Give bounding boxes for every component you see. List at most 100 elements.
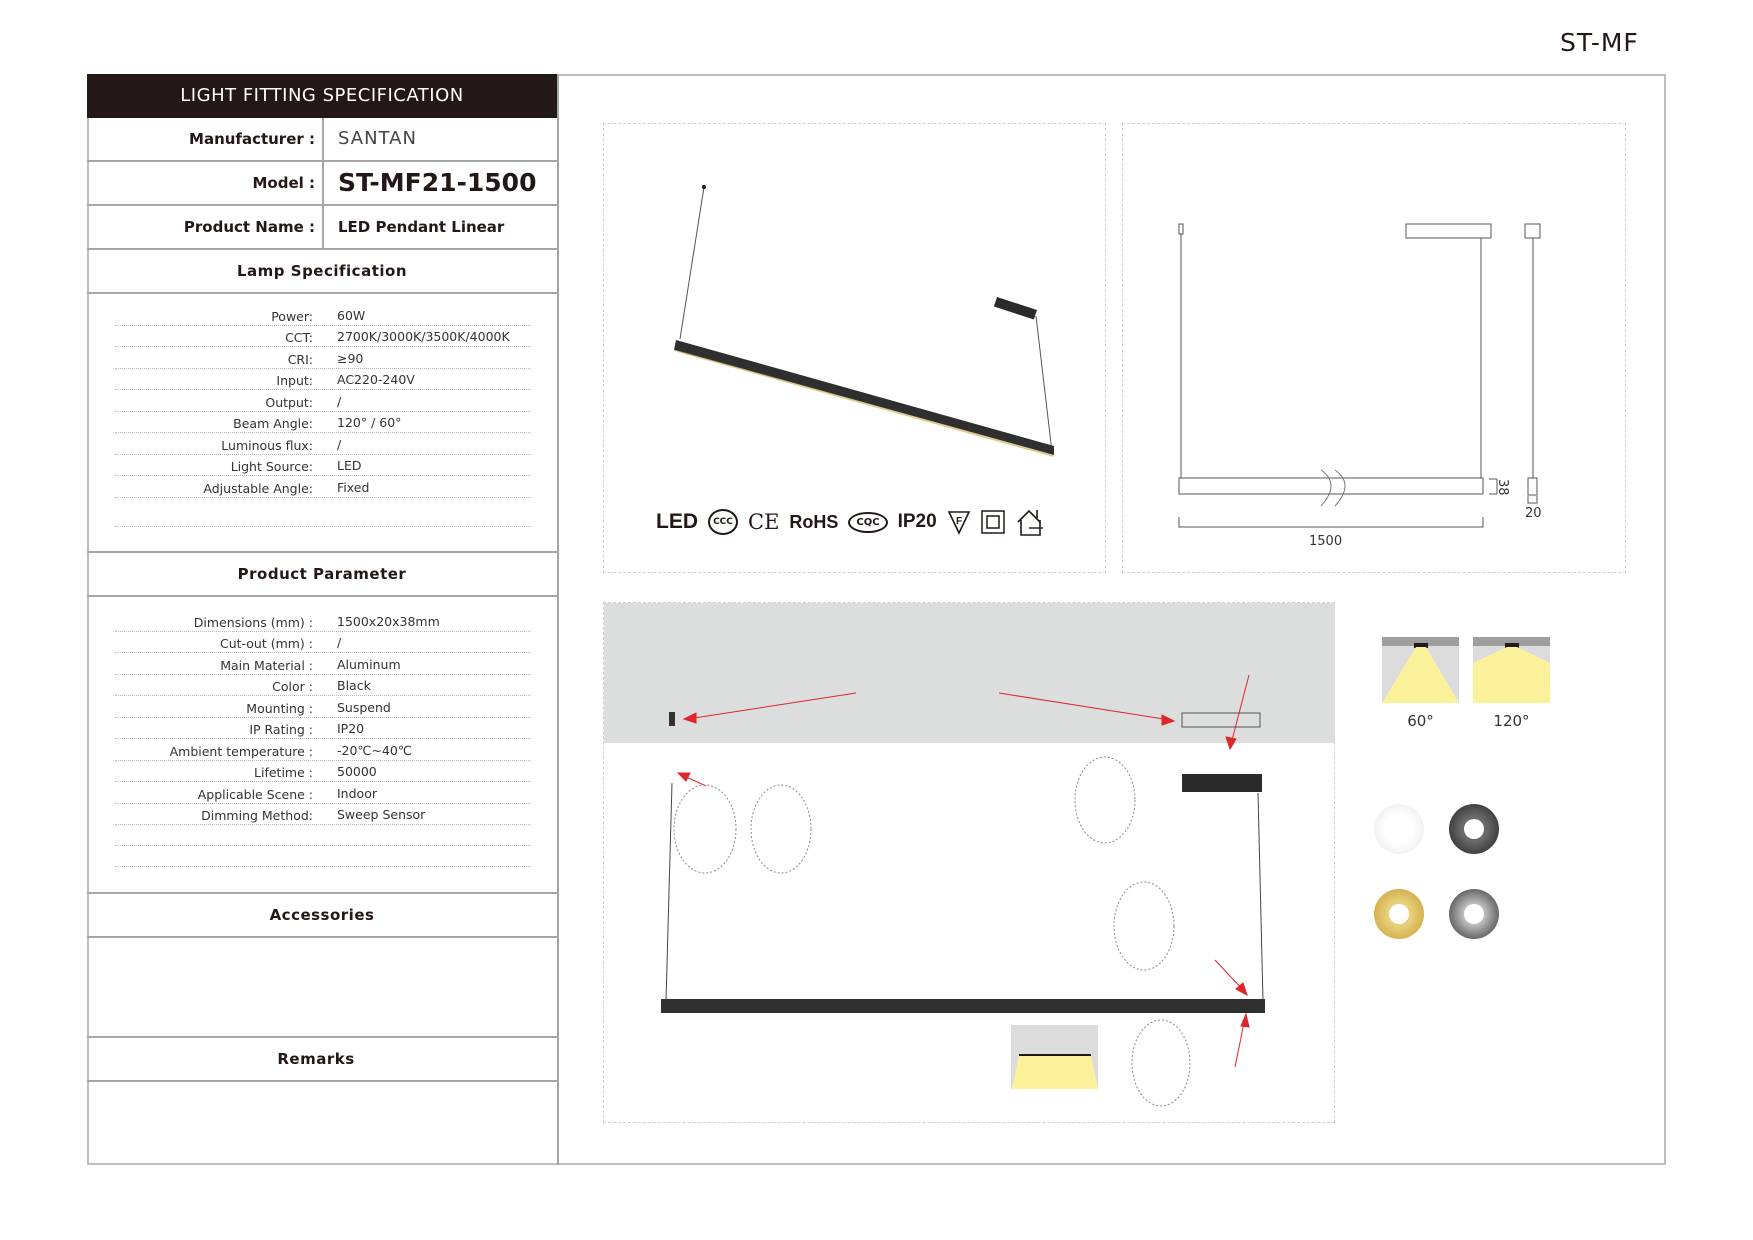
spec-label: Lifetime : bbox=[254, 765, 313, 780]
finish-gold-swatch bbox=[1374, 889, 1424, 939]
spec-label: Light Source: bbox=[230, 459, 313, 474]
spec-item: Adjustable Angle: Fixed bbox=[115, 476, 531, 498]
spec-label: Luminous flux: bbox=[221, 437, 313, 453]
ccc-mark-icon: CCC bbox=[708, 509, 738, 535]
finish-black-swatch bbox=[1449, 804, 1499, 854]
spec-item: Ambient temperature :-20℃~40℃ bbox=[115, 739, 531, 761]
model-label: Model : bbox=[252, 174, 315, 192]
spec-item: Power: 60W bbox=[115, 304, 531, 326]
spec-value: 1500x20x38mm bbox=[337, 613, 440, 629]
spec-value: 2700K/3000K/3500K/4000K bbox=[337, 329, 510, 344]
width-dimension: 20 bbox=[1525, 506, 1542, 521]
spec-value: Fixed bbox=[337, 479, 370, 495]
spec-title: LIGHT FITTING SPECIFICATION bbox=[87, 74, 557, 118]
model-row: Model : ST-MF21-1500 bbox=[87, 162, 557, 206]
spec-label: Ambient temperature : bbox=[169, 743, 313, 759]
cqc-mark-icon: CQC bbox=[848, 511, 888, 533]
spec-item: Mounting : Suspend bbox=[115, 696, 531, 718]
spec-item-blank bbox=[115, 498, 531, 527]
spec-label: Mounting : bbox=[246, 700, 313, 716]
spec-value: / bbox=[337, 635, 342, 650]
ip20-mark-icon: IP20 bbox=[897, 511, 937, 532]
beam-60-icon bbox=[1382, 637, 1459, 703]
page-frame bbox=[87, 74, 1666, 1165]
product-image-panel: LED CCC CE RoHS CQC IP20 F bbox=[603, 123, 1106, 573]
spec-item: Applicable Scene : Indoor bbox=[115, 782, 531, 804]
led-mark-icon: LED bbox=[656, 510, 698, 533]
spec-item: Dimming Method:Sweep Sensor bbox=[115, 804, 531, 825]
spec-item: Luminous flux: / bbox=[115, 433, 531, 455]
spec-value: 50000 bbox=[337, 764, 377, 779]
pendant-render-image bbox=[674, 185, 1054, 457]
installation-diagram-panel bbox=[603, 602, 1335, 1123]
spec-item: Main Material : Aluminum bbox=[115, 653, 531, 675]
spec-item: IP Rating : IP20 bbox=[115, 718, 531, 739]
product-parameter-heading: Product Parameter bbox=[87, 551, 557, 597]
svg-text:F: F bbox=[956, 516, 962, 527]
dimension-drawing bbox=[1178, 223, 1541, 528]
lamp-spec-heading: Lamp Specification bbox=[87, 250, 557, 294]
ce-mark-icon: CE bbox=[748, 510, 780, 534]
series-code: ST-MF bbox=[1560, 28, 1639, 57]
spec-value: AC220-240V bbox=[337, 372, 415, 387]
product-name-value: LED Pendant Linear bbox=[322, 206, 557, 248]
product-parameter-list: Dimensions (mm) : 1500x20x38mm Cut-out (m… bbox=[115, 610, 531, 867]
spec-item: Light Source:LED bbox=[115, 455, 531, 476]
spec-value: / bbox=[337, 393, 342, 409]
spec-label: CRI: bbox=[287, 351, 313, 367]
spec-label: Cut-out (mm) : bbox=[219, 636, 313, 651]
spec-label: Main Material : bbox=[220, 657, 313, 673]
installation-diagram bbox=[604, 603, 1335, 1107]
spec-value: 60W bbox=[337, 307, 366, 323]
spec-value: / bbox=[337, 436, 342, 452]
spec-item: CRI:≥90 bbox=[115, 347, 531, 369]
spec-item: Output: / bbox=[115, 390, 531, 412]
finish-black-chrome-swatch bbox=[1449, 889, 1499, 939]
spec-label: Adjustable Angle: bbox=[203, 480, 313, 496]
spec-value: Sweep Sensor bbox=[337, 807, 426, 822]
accessories-heading: Accessories bbox=[87, 892, 557, 938]
manufacturer-row: Manufacturer : SANTAN bbox=[87, 118, 557, 162]
height-dimension: 38 bbox=[1495, 479, 1510, 496]
spec-item: Lifetime : 50000 bbox=[115, 761, 531, 782]
spec-item: Cut-out (mm) : / bbox=[115, 632, 531, 653]
spec-label: Dimensions (mm) : bbox=[193, 614, 313, 630]
spec-item-blank bbox=[115, 846, 531, 867]
product-name-row: Product Name : LED Pendant Linear bbox=[87, 206, 557, 250]
spec-label: Power: bbox=[271, 308, 313, 324]
spec-label: Color : bbox=[272, 679, 313, 694]
product-name-label: Product Name : bbox=[183, 218, 315, 236]
spec-panel: LIGHT FITTING SPECIFICATION Manufacturer… bbox=[87, 74, 559, 1165]
class-ii-icon bbox=[980, 510, 1005, 534]
spec-value: IP20 bbox=[337, 721, 365, 736]
spec-item: Dimensions (mm) : 1500x20x38mm bbox=[115, 610, 531, 632]
spec-value: Indoor bbox=[337, 785, 377, 801]
beam-120-icon bbox=[1473, 637, 1550, 703]
length-dimension: 1500 bbox=[1309, 534, 1343, 549]
rohs-mark-icon: RoHS bbox=[789, 511, 839, 532]
dimension-drawing-panel: 1500 38 20 bbox=[1122, 123, 1626, 573]
spec-label: Applicable Scene : bbox=[197, 786, 313, 802]
manufacturer-label: Manufacturer : bbox=[189, 130, 315, 148]
spec-item: Beam Angle: 120° / 60° bbox=[115, 412, 531, 433]
spec-label: Beam Angle: bbox=[233, 416, 313, 431]
lamp-spec-list: Power: 60W CCT: 2700K/3000K/3500K/4000K CR… bbox=[115, 304, 531, 527]
spec-item: Input:AC220-240V bbox=[115, 369, 531, 390]
beam-60-label: 60° bbox=[1407, 712, 1434, 730]
beam-120-label: 120° bbox=[1493, 712, 1530, 730]
spec-label: Output: bbox=[265, 394, 313, 410]
spec-label: IP Rating : bbox=[249, 722, 313, 737]
spec-value: Aluminum bbox=[337, 656, 401, 672]
spec-item: CCT: 2700K/3000K/3500K/4000K bbox=[115, 326, 531, 347]
indoor-use-icon bbox=[1017, 509, 1043, 536]
spec-value: 120° / 60° bbox=[337, 415, 402, 430]
manufacturer-value: SANTAN bbox=[322, 118, 557, 160]
spec-value: Suspend bbox=[337, 699, 391, 715]
model-value: ST-MF21-1500 bbox=[322, 162, 557, 204]
finish-white-swatch bbox=[1374, 804, 1424, 854]
spec-item-blank bbox=[115, 825, 531, 846]
spec-item: Color : Black bbox=[115, 675, 531, 696]
spec-label: CCT: bbox=[285, 330, 313, 345]
f-mark-icon: F bbox=[947, 511, 970, 535]
spec-value: Black bbox=[337, 678, 371, 693]
